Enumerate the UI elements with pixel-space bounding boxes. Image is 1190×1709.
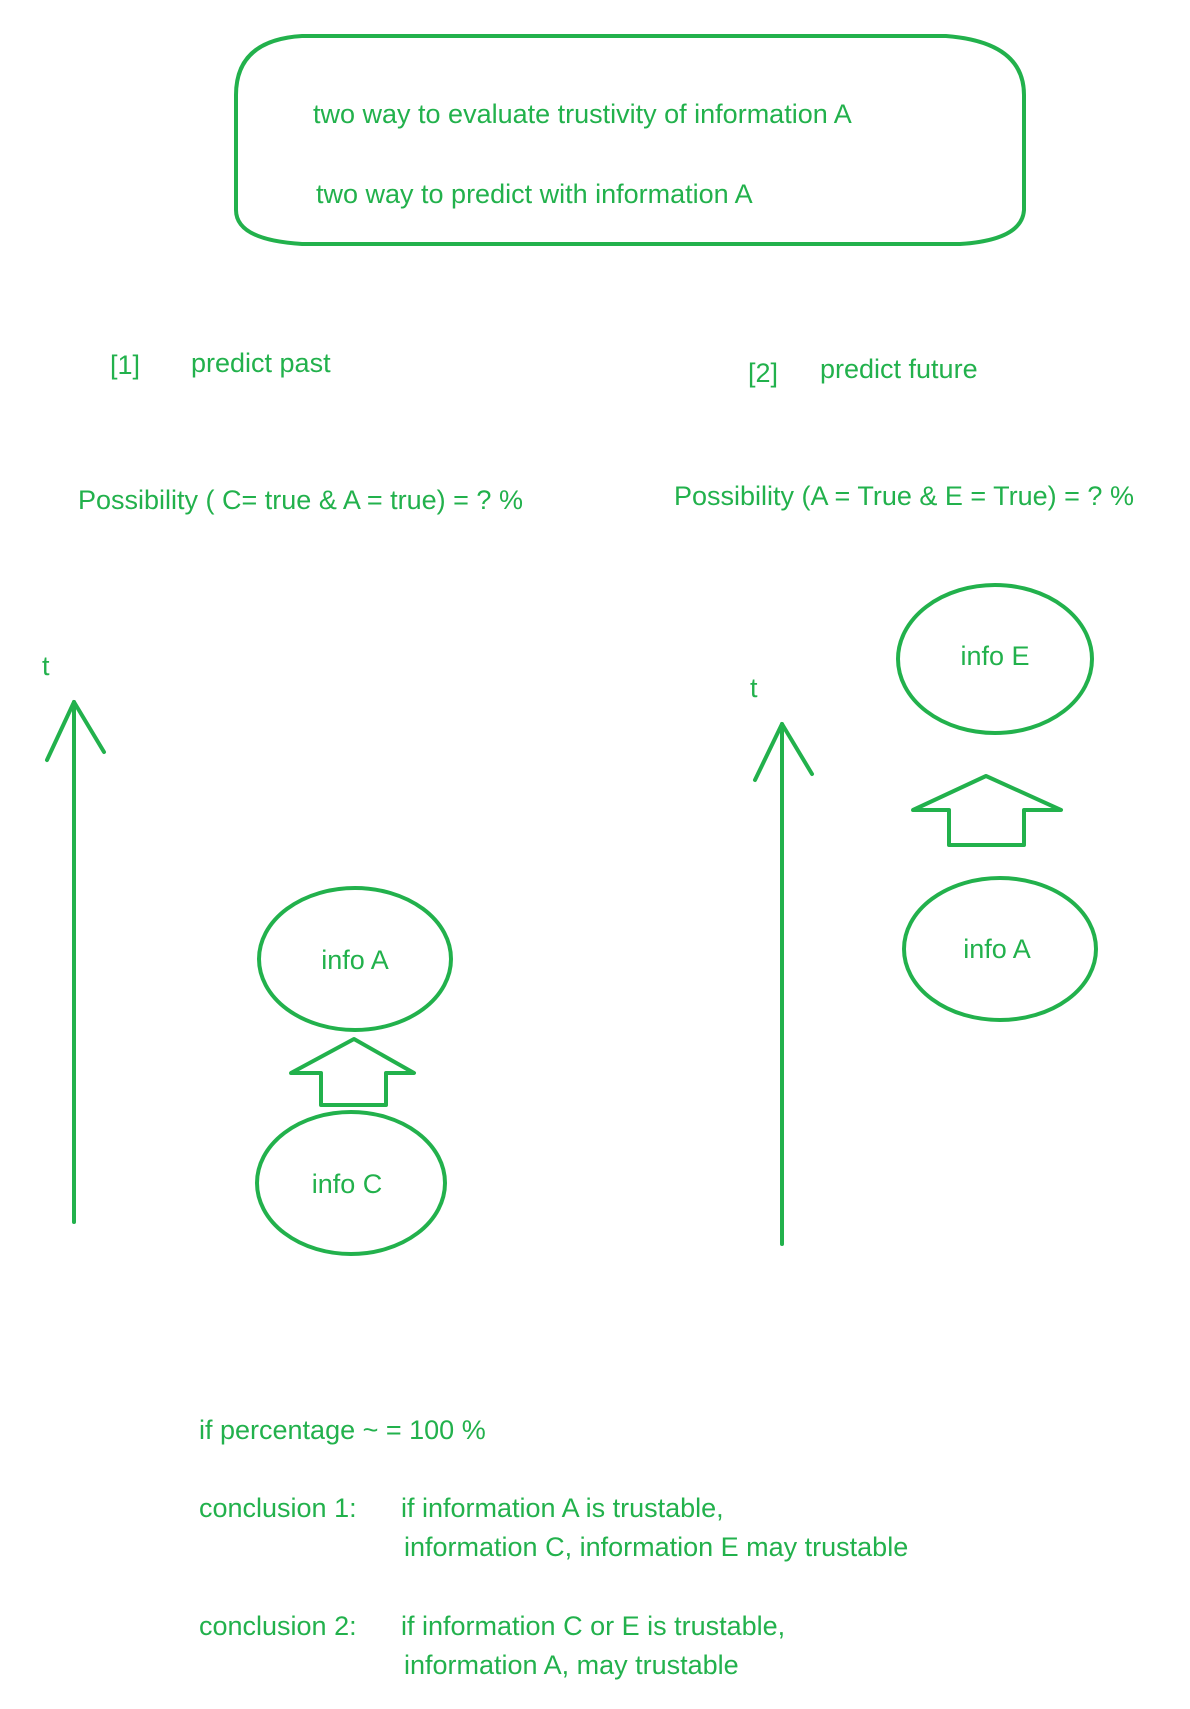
block-arrow-right xyxy=(911,774,1063,847)
conclusion-2-line-2: information A, may trustable xyxy=(404,1650,739,1680)
section-2-title: predict future xyxy=(820,354,978,384)
node-label-info-c-left: info C xyxy=(312,1169,383,1199)
node-info-a-right xyxy=(902,876,1098,1022)
conclusion-2-line-1: if information C or E is trustable, xyxy=(401,1611,785,1641)
section-1-formula: Possibility ( C= true & A = true) = ? % xyxy=(78,485,523,515)
axis-label-1: t xyxy=(42,651,50,681)
section-1-title: predict past xyxy=(191,348,331,378)
section-2-number: [2] xyxy=(748,358,778,388)
conclusion-2-label: conclusion 2: xyxy=(199,1611,357,1641)
section-1-number: [1] xyxy=(110,350,140,380)
header-line-2: two way to predict with information A xyxy=(316,179,753,209)
header-box xyxy=(234,34,1026,246)
axis-label-2: t xyxy=(750,673,758,703)
section-2-formula: Possibility (A = True & E = True) = ? % xyxy=(674,481,1134,511)
timeline-arrowhead-1 xyxy=(45,700,106,762)
conclusion-1-line-1: if information A is trustable, xyxy=(401,1493,724,1523)
conclusion-1-label: conclusion 1: xyxy=(199,1493,357,1523)
node-label-info-a-right: info A xyxy=(963,934,1031,964)
node-info-c-left xyxy=(255,1110,447,1256)
node-label-info-a-left: info A xyxy=(321,945,389,975)
conclusion-1-line-2: information C, information E may trustab… xyxy=(404,1532,908,1562)
node-info-a-left xyxy=(257,886,453,1032)
node-label-info-e-right: info E xyxy=(960,641,1029,671)
timeline-arrowhead-2 xyxy=(753,722,814,782)
header-line-1: two way to evaluate trustivity of inform… xyxy=(313,99,852,129)
condition-text: if percentage ~ = 100 % xyxy=(199,1415,486,1445)
node-info-e-right xyxy=(896,583,1094,735)
block-arrow-left xyxy=(289,1037,416,1107)
